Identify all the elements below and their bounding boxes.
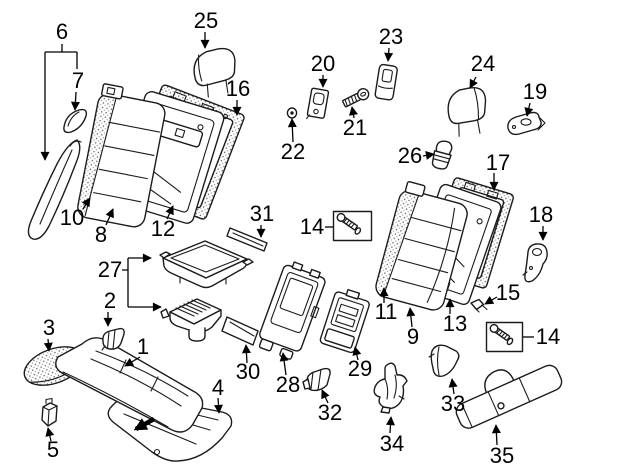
part-28-fold-panel: [258, 261, 326, 360]
part-35-armrest-body: [455, 364, 563, 429]
callout-22-grommet: 22: [280, 139, 306, 164]
callout-12-left-seatback-frame: 12: [150, 216, 176, 241]
part-33-cover-cap: [428, 344, 460, 378]
fold-direction-arrow: [133, 417, 156, 431]
callout-13-right-seatback-frame: 13: [442, 311, 468, 336]
callout-26-push-button-knob: 26: [397, 143, 423, 168]
part-20-bracket-plate: [306, 87, 330, 120]
part-5-retainer-clip: [41, 397, 58, 427]
callout-23-headrest-guide-sleeve: 23: [378, 24, 404, 49]
callout-18-side-trim-cover: 18: [528, 202, 554, 227]
callout-25-left-headrest: 25: [193, 8, 219, 33]
callout-4-seat-pan-frame: 4: [211, 375, 225, 400]
callout-2-hinge-cover-clip: 2: [103, 288, 117, 313]
callout-10-left-cushion-side-trim: 10: [59, 205, 85, 230]
callout-30-trim-strip: 30: [235, 359, 261, 384]
part-26-push-button: [431, 140, 453, 170]
part-18-side-trim: [522, 243, 548, 283]
part-31-trim-strip: [226, 227, 268, 252]
callout-3-side-cushion-pad: 3: [42, 315, 56, 340]
callout-11-right-cushion-side-trim: 11: [374, 299, 398, 324]
part-23-headrest-guide: [374, 63, 398, 101]
part-32-cover-cap: [302, 367, 331, 392]
callout-1-seat-bottom-cushion: 1: [136, 334, 150, 359]
callout-20-bracket-plate: 20: [310, 51, 336, 76]
part-22-grommet: [286, 107, 298, 119]
callout-33-cover-cap-right: 33: [440, 391, 466, 416]
callout-29-latch-panel: 29: [347, 356, 373, 381]
part-24-headrest: [447, 86, 487, 137]
callout-14-screw-kit-box: 14: [299, 214, 325, 239]
callout-9-right-seatback-cushion: 9: [406, 324, 420, 349]
part-19-latch-handle: [507, 111, 546, 136]
part-1-seat-cushion: [55, 337, 204, 433]
part-15-push-pin: [470, 298, 488, 313]
callout-32-cover-cap: 32: [317, 400, 343, 425]
part-8-seatback-cushion: [77, 83, 166, 228]
callout-27-armrest-lid-and-cupholder: 27: [97, 257, 123, 282]
part-14-screw-kit-box-left: [332, 210, 373, 242]
part-9-seatback-cushion: [375, 181, 468, 311]
part-27-cupholder: [160, 298, 222, 342]
callout-17-right-seatback-panel: 17: [485, 150, 511, 175]
callout-34-mounting-bracket: 34: [379, 431, 405, 456]
part-2-hinge-cover: [101, 327, 125, 351]
callout-24-right-headrest: 24: [470, 51, 496, 76]
callout-28-fold-down-panel: 28: [275, 372, 301, 397]
part-21-screw: [342, 88, 370, 108]
callout-7-bolster-top-cap: 7: [71, 68, 85, 93]
callout-15-push-pin-fastener: 15: [495, 280, 521, 305]
part-34-mounting-bracket: [373, 362, 408, 414]
part-7-bolster-cap: [63, 108, 88, 134]
callout-lines: [40, 32, 548, 446]
callout-16-left-seatback-panel: 16: [225, 76, 251, 101]
part-27-armrest-lid: [159, 240, 254, 289]
callout-5-retainer-clip: 5: [46, 437, 60, 462]
callout-35-armrest-body: 35: [489, 443, 515, 468]
callout-6-side-bolster-assembly: 6: [55, 19, 69, 44]
part-29-latch-panel: [319, 288, 370, 354]
part-25-headrest: [193, 47, 236, 98]
callout-31-trim-strip-upper: 31: [249, 201, 275, 226]
callout-14-screw-kit-box: 14: [535, 324, 561, 349]
part-14-screw-kit-box-right: [485, 321, 524, 353]
callout-19-latch-handle: 19: [522, 79, 548, 104]
part-6-side-bolster: [27, 139, 82, 240]
callout-21-screw: 21: [342, 115, 368, 140]
callout-8-left-seatback-cushion: 8: [94, 222, 108, 247]
part-30-trim-strip: [221, 316, 259, 346]
